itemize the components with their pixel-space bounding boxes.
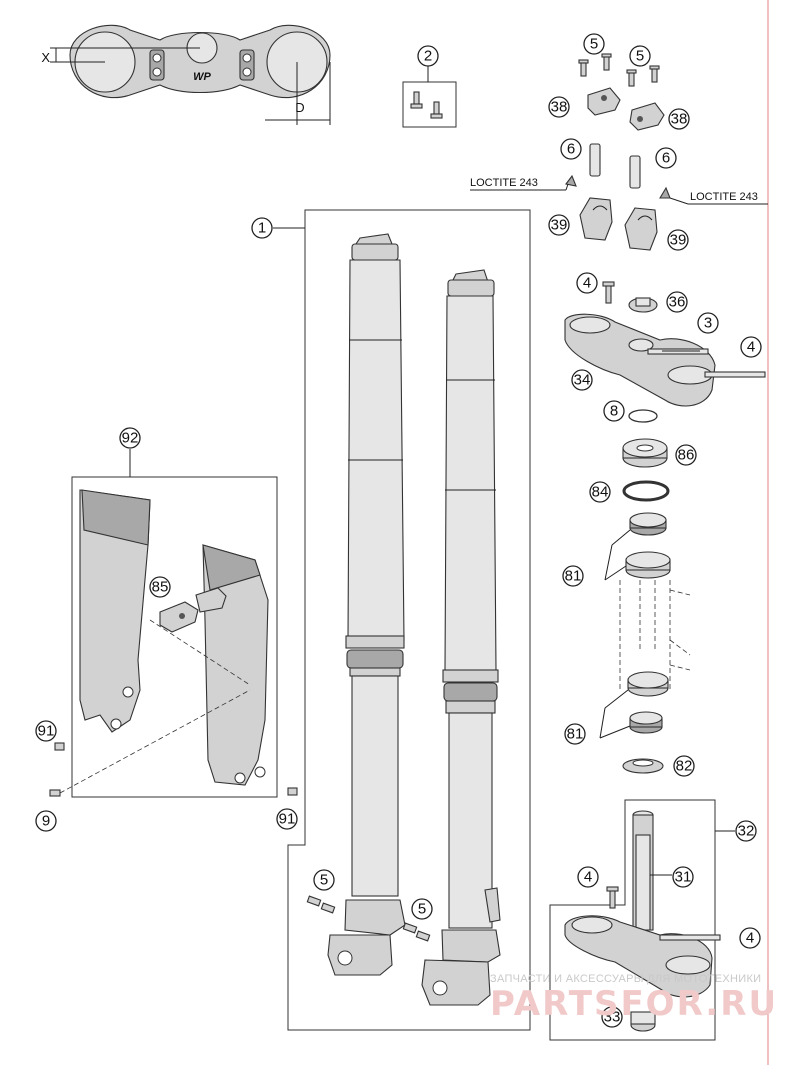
svg-text:39: 39 [551, 217, 568, 234]
svg-text:36: 36 [669, 294, 686, 311]
callout-31: 31 [672, 866, 694, 888]
callout-85: 85 [149, 576, 171, 598]
svg-text:84: 84 [592, 484, 609, 501]
part-2-group: 2 [402, 45, 457, 128]
callout-81-lower: 81 [564, 723, 586, 745]
callout-4-lower-right: 4 [739, 927, 761, 949]
top-clamp-detail: WP X D [41, 24, 331, 125]
svg-text:3: 3 [704, 315, 712, 332]
callout-5-right: 5 [629, 45, 651, 67]
svg-text:38: 38 [671, 111, 688, 128]
svg-text:31: 31 [675, 869, 692, 886]
svg-text:5: 5 [320, 872, 328, 889]
svg-text:91: 91 [38, 723, 55, 740]
svg-text:4: 4 [584, 869, 592, 886]
dimension-x-label: X [41, 50, 50, 65]
svg-text:92: 92 [122, 430, 139, 447]
svg-text:34: 34 [574, 372, 591, 389]
callout-82: 82 [673, 755, 695, 777]
callout-38-right: 38 [668, 108, 690, 130]
svg-text:1: 1 [258, 220, 266, 237]
callout-3: 3 [697, 312, 719, 334]
watermark-logo: PARTSFOR.RU [490, 984, 778, 1024]
callout-6-right: 6 [655, 147, 677, 169]
steering-bearings: 8 86 84 81 81 82 [562, 400, 697, 777]
callout-4-upper-left: 4 [576, 272, 598, 294]
callout-1: 1 [251, 217, 273, 239]
callout-38-left: 38 [548, 96, 570, 118]
svg-text:5: 5 [590, 36, 598, 53]
callout-4-lower-left: 4 [577, 866, 599, 888]
callout-5-fork-left: 5 [313, 869, 335, 891]
callout-91-right: 91 [276, 808, 298, 830]
svg-text:2: 2 [424, 48, 432, 65]
dimension-d-label: D [295, 100, 304, 115]
callout-86: 86 [675, 444, 697, 466]
lower-triple-clamp: 32 31 4 4 33 [549, 799, 761, 1041]
callout-92: 92 [119, 427, 141, 449]
fork-guards: 92 85 91 9 91 [35, 427, 298, 832]
callout-81-upper: 81 [562, 565, 584, 587]
callout-6-left: 6 [560, 138, 582, 160]
right-fork-leg [421, 269, 501, 1006]
svg-text:8: 8 [610, 403, 618, 420]
callout-84: 84 [589, 481, 611, 503]
handlebar-clamp-lower: LOCTITE 243 LOCTITE 243 6 6 39 39 [470, 138, 768, 251]
fork-assembly: 1 [251, 209, 531, 1031]
svg-text:5: 5 [636, 48, 644, 65]
left-fork-leg [327, 233, 406, 976]
loctite-right-label: LOCTITE 243 [690, 191, 758, 203]
svg-text:4: 4 [583, 275, 591, 292]
loctite-left-label: LOCTITE 243 [470, 177, 538, 189]
callout-9: 9 [35, 810, 57, 832]
callout-39-right: 39 [667, 229, 689, 251]
callout-39-left: 39 [548, 214, 570, 236]
svg-text:4: 4 [747, 339, 755, 356]
callout-5-fork-right: 5 [411, 898, 433, 920]
watermark: ЗАПЧАСТИ И АКСЕССУАРЫ ДЛЯ МОТОТЕХНИКИ PA… [490, 973, 778, 1024]
top-clamp-logo: WP [193, 71, 211, 83]
svg-text:81: 81 [567, 726, 584, 743]
svg-text:33: 33 [604, 1009, 621, 1026]
handlebar-clamp-upper: 5 5 38 38 [548, 33, 690, 131]
callout-36: 36 [666, 291, 688, 313]
svg-text:5: 5 [418, 901, 426, 918]
watermark-caption: ЗАПЧАСТИ И АКСЕССУАРЫ ДЛЯ МОТОТЕХНИКИ [490, 973, 761, 985]
svg-text:6: 6 [662, 150, 670, 167]
svg-text:4: 4 [746, 930, 754, 947]
upper-triple-clamp: 4 36 3 4 34 [564, 272, 766, 407]
svg-text:9: 9 [42, 813, 50, 830]
svg-text:86: 86 [678, 447, 695, 464]
callout-34: 34 [571, 369, 593, 391]
callout-4-upper-right: 4 [740, 336, 762, 358]
callout-2: 2 [417, 45, 439, 67]
svg-text:91: 91 [279, 811, 296, 828]
svg-text:6: 6 [567, 141, 575, 158]
callout-8: 8 [603, 400, 625, 422]
fork-clamp-bolts [306, 895, 431, 942]
callout-33: 33 [601, 1006, 623, 1028]
svg-text:85: 85 [152, 579, 169, 596]
svg-text:39: 39 [670, 232, 687, 249]
svg-text:82: 82 [676, 758, 693, 775]
svg-text:32: 32 [738, 823, 755, 840]
callout-32: 32 [735, 820, 757, 842]
svg-text:81: 81 [565, 568, 582, 585]
callout-5-left: 5 [583, 33, 605, 55]
callout-91-left: 91 [35, 720, 57, 742]
svg-text:38: 38 [551, 99, 568, 116]
